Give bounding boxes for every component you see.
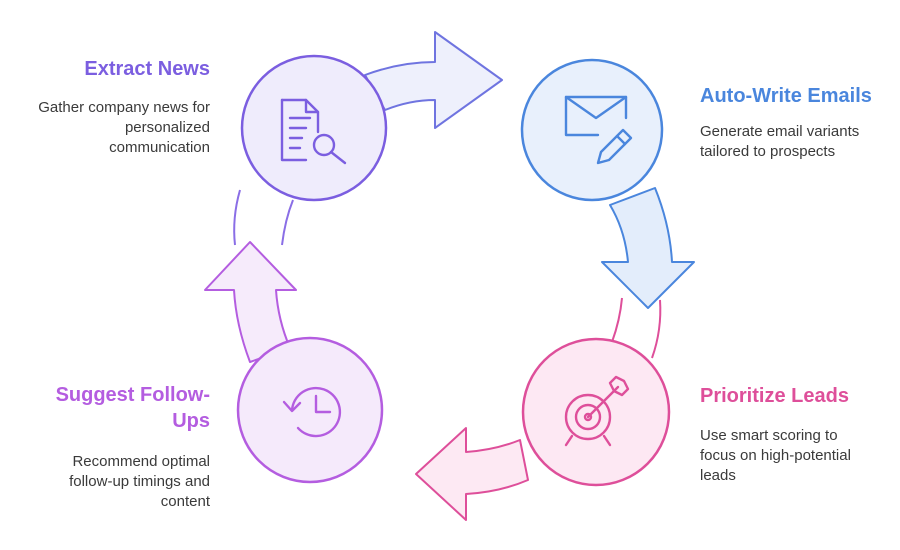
arrow-extract-to-auto-write [364, 31, 503, 129]
document-search-icon [280, 98, 347, 165]
extract-news-title: Extract News [84, 58, 210, 80]
prioritize-leads-node [521, 337, 671, 487]
target-arrow-icon [564, 375, 630, 447]
arrow-suggest-to-extract [204, 241, 297, 363]
auto-write-emails-node [520, 58, 664, 202]
extract-news-node [240, 54, 388, 202]
prioritize-leads-title: Prioritize Leads [700, 385, 849, 407]
prioritize-leads-description: Use smart scoring to focus on high-poten… [700, 427, 851, 484]
suggest-follow-ups-node [236, 336, 384, 484]
arrow-auto-write-to-prioritize [601, 187, 695, 309]
auto-write-emails-description: Generate email variants tailored to pros… [700, 123, 860, 160]
suggest-follow-ups-title: Suggest Follow- Ups [55, 384, 210, 432]
connector-prior-right [651, 299, 662, 359]
extract-news-description: Gather company news for personalized com… [38, 99, 210, 156]
arrow-prioritize-to-suggest [415, 427, 529, 521]
connector-extract-right [281, 199, 294, 246]
envelope-pencil-icon [564, 95, 633, 165]
connector-prior-left [611, 297, 623, 343]
auto-write-emails-title: Auto-Write Emails [700, 85, 872, 107]
suggest-follow-ups-description: Recommend optimal follow-up timings and … [69, 453, 210, 510]
connector-extract-left [233, 189, 241, 246]
history-clock-icon [282, 386, 342, 438]
